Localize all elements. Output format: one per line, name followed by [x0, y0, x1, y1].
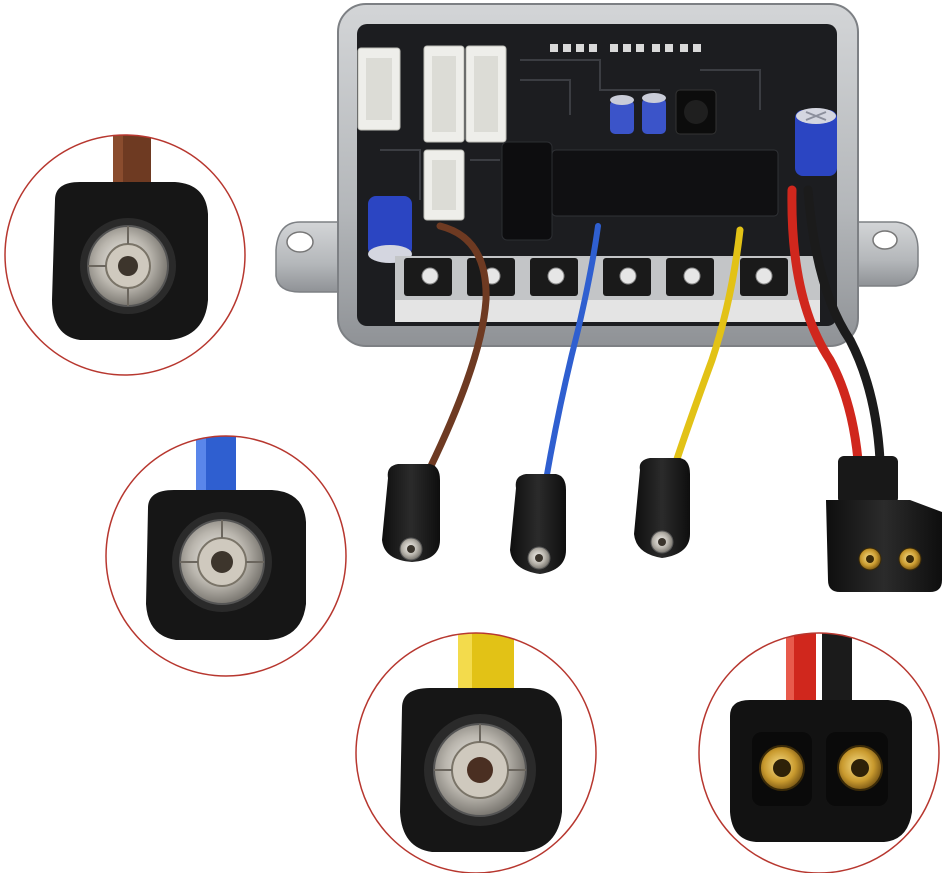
inset-brown-wire-pin [4, 134, 246, 376]
inset-ring [105, 435, 347, 677]
pcb-traces [380, 59, 761, 200]
bullet-connector-blue [510, 474, 566, 574]
controller-housing [275, 3, 919, 347]
wire-red [787, 185, 863, 465]
wire-yellow [672, 226, 744, 466]
wires [426, 185, 885, 483]
jst-connectors [357, 45, 507, 221]
mosfet-row [395, 256, 820, 322]
wire-brown [426, 222, 490, 472]
wire-black [803, 185, 885, 465]
pcb-pads [550, 44, 701, 52]
mount-hole-right [872, 230, 898, 250]
inset-ring [4, 134, 246, 376]
inset-power-plug [698, 632, 940, 873]
mount-ear-right [849, 221, 919, 287]
inset-blue-wire-pin [105, 435, 347, 677]
wire-blue [543, 223, 601, 483]
main-chip [551, 149, 779, 217]
inset-ring [698, 632, 940, 873]
bullet-connector-yellow [634, 458, 690, 558]
mount-hole-left [286, 231, 314, 253]
power-plug-main [826, 456, 942, 592]
inset-yellow-wire-pin [355, 632, 597, 873]
capacitors [368, 93, 837, 263]
bullet-connector-brown [382, 464, 440, 562]
inductor-block [501, 141, 553, 241]
inset-ring [355, 632, 597, 873]
